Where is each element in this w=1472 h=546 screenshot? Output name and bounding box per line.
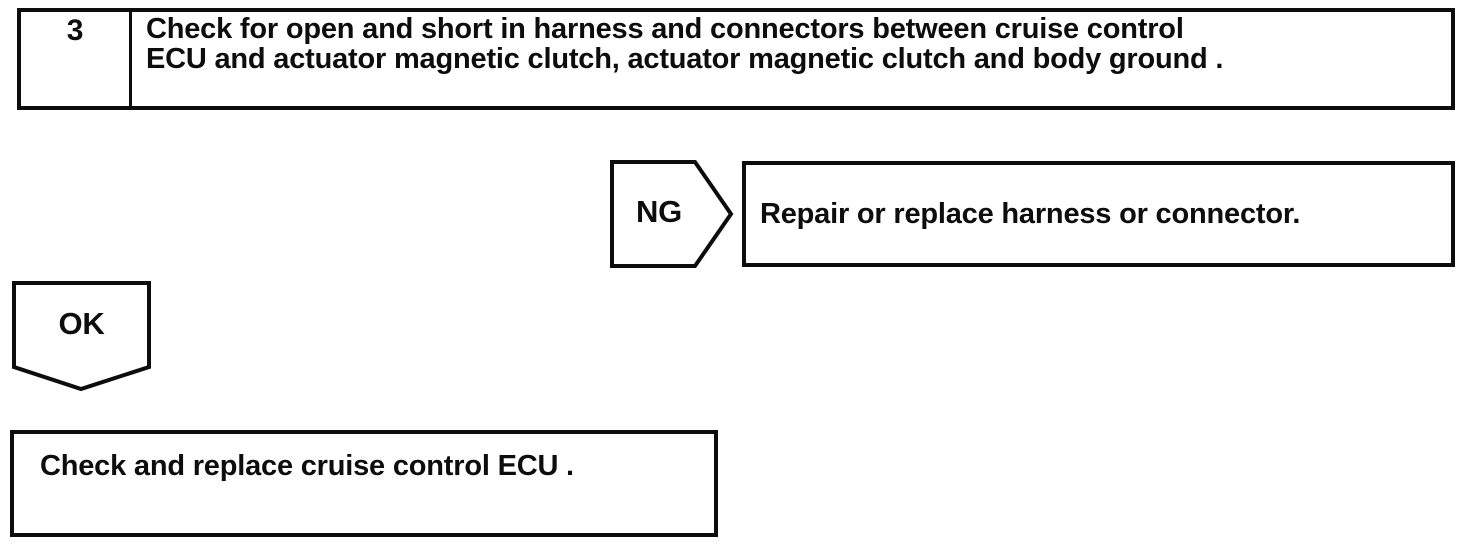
- ok-pentagon-icon: [12, 281, 151, 392]
- ok-action-text: Check and replace cruise control ECU .: [40, 450, 574, 482]
- ng-action-text: Repair or replace harness or connector.: [760, 197, 1301, 230]
- ok-connector: OK: [12, 281, 151, 393]
- step-number: 3: [66, 14, 84, 47]
- ng-connector: NG: [610, 160, 734, 268]
- step-instruction-line-1: Check for open and short in harness and …: [146, 13, 1184, 45]
- ng-label: NG: [635, 194, 683, 229]
- ng-pentagon-icon: [610, 160, 734, 268]
- ok-action-box: Check and replace cruise control ECU .: [10, 430, 718, 537]
- step-instruction-line-2: ECU and actuator magnetic clutch, actuat…: [146, 43, 1224, 75]
- step-box: 3 Check for open and short in harness an…: [17, 8, 1455, 110]
- ng-action-box: Repair or replace harness or connector.: [742, 161, 1455, 267]
- step-instruction: Check for open and short in harness and …: [132, 12, 1233, 106]
- ok-label: OK: [58, 306, 105, 341]
- step-number-cell: 3: [21, 12, 132, 106]
